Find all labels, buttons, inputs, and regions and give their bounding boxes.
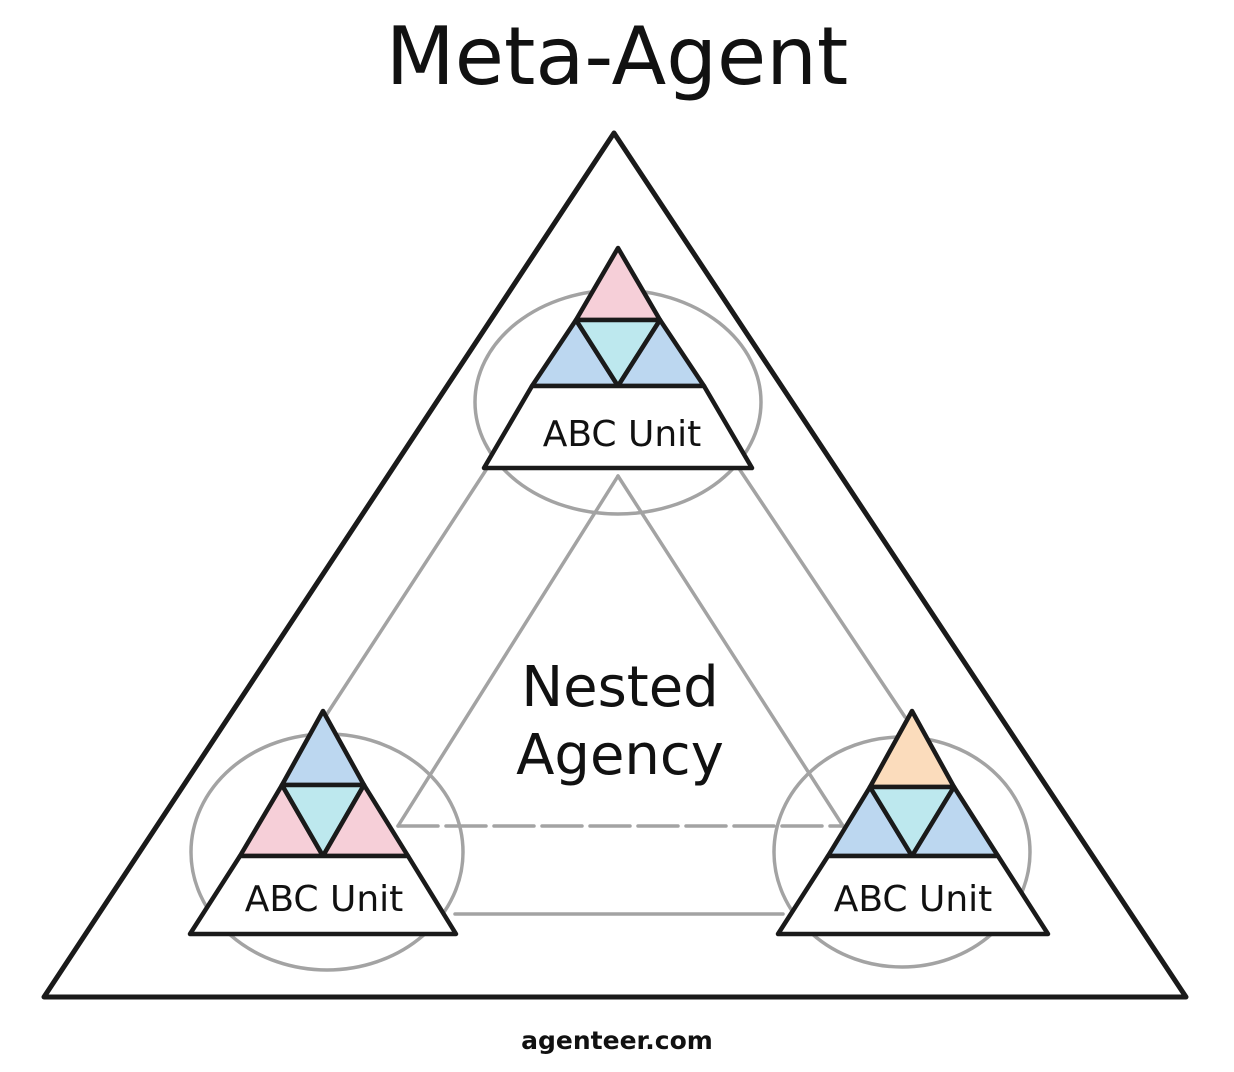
link-top-to-left (323, 468, 488, 719)
abc-unit-right: ABC Unit (775, 708, 1051, 937)
abc-unit-left: ABC Unit (187, 708, 459, 937)
unit-left-top-piece (279, 708, 367, 788)
inner-connector-triangle (396, 474, 845, 828)
unit-top-base (481, 383, 755, 471)
link-top-to-right (738, 468, 907, 719)
center-label-line1: Nested (521, 655, 718, 720)
diagram-title: Meta-Agent (386, 10, 849, 103)
connector-top-right (616, 474, 845, 828)
footer-website: agenteer.com (521, 1026, 713, 1055)
center-label: Nested Agency (516, 655, 724, 788)
unit-left-base (187, 853, 459, 937)
unit-right-label: ABC Unit (834, 879, 993, 920)
unit-top-label: ABC Unit (543, 414, 702, 455)
unit-top-top-piece (573, 245, 663, 323)
unit-left-label: ABC Unit (245, 879, 404, 920)
outer-triangle (41, 130, 1189, 1000)
unit-right-top-piece (867, 708, 957, 790)
center-label-line2: Agency (516, 723, 724, 788)
abc-unit-top: ABC Unit (481, 245, 755, 471)
outer-connector-links (323, 468, 907, 916)
unit-right-base (775, 853, 1051, 937)
connector-top-left (396, 474, 620, 828)
